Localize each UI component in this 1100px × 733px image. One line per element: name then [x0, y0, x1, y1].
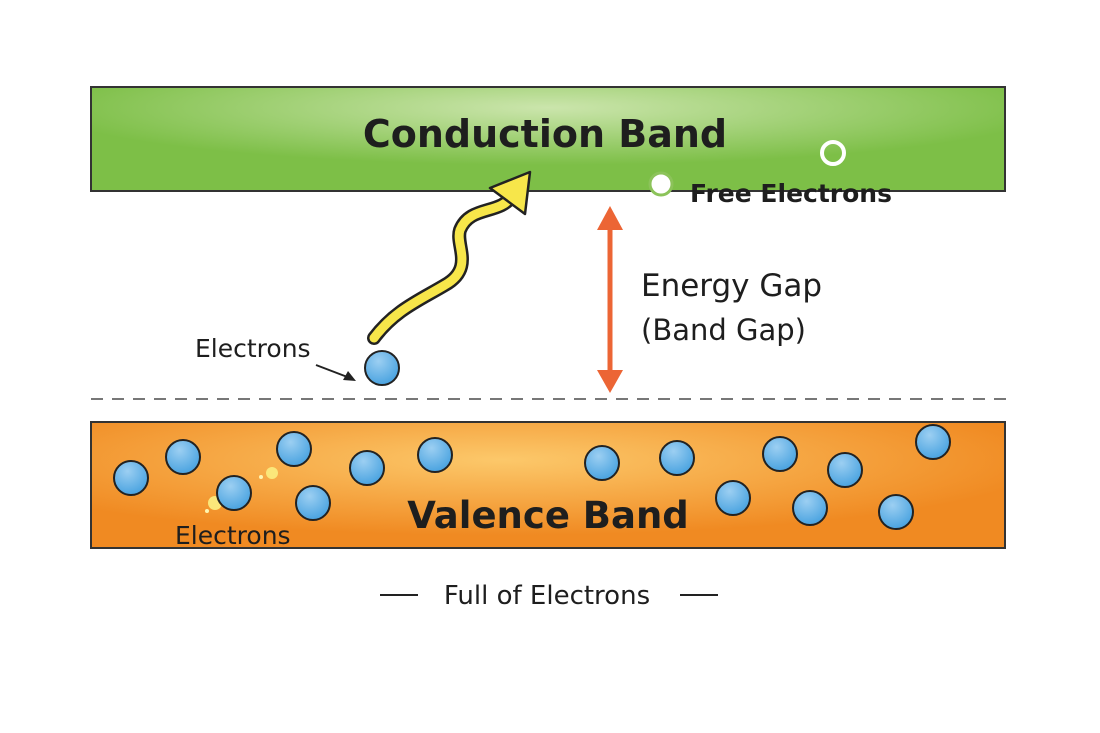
conduction-band-rect	[90, 86, 1006, 192]
free-electron	[820, 140, 846, 166]
valence-electron	[915, 424, 951, 460]
valence-electron	[792, 490, 828, 526]
sparkle	[266, 467, 278, 479]
valence-electrons-label: Electrons	[175, 521, 291, 550]
footer-label: Full of Electrons	[444, 581, 650, 611]
pointer-arrow-icon	[343, 371, 356, 381]
energy-gap-label: Energy Gap	[641, 268, 822, 304]
valence-band-label: Valence Band	[407, 494, 689, 537]
arrow-down-icon	[597, 370, 623, 393]
conduction-band: Conduction Band	[90, 86, 1006, 192]
valence-electron	[659, 440, 695, 476]
arrow-head-icon	[488, 170, 532, 216]
excitation-arrow	[367, 170, 532, 345]
excited-electron-label: Electrons	[195, 334, 311, 363]
pointer-line	[315, 364, 351, 379]
sparkle	[205, 509, 209, 513]
valence-electron	[216, 475, 252, 511]
valence-electron	[715, 480, 751, 516]
valence-electron	[349, 450, 385, 486]
valence-electron	[827, 452, 863, 488]
arrow-up-icon	[597, 206, 623, 230]
valence-electron	[113, 460, 149, 496]
valence-electron	[165, 439, 201, 475]
free-electrons-label: Free Electrons	[690, 179, 892, 208]
valence-electron	[878, 494, 914, 530]
valence-electrons	[113, 424, 951, 530]
valence-electron	[417, 437, 453, 473]
free-electron-core	[655, 178, 667, 190]
excited-electron	[364, 350, 400, 386]
valence-electron	[295, 485, 331, 521]
band-gap-label: (Band Gap)	[641, 313, 806, 347]
sparkle	[259, 475, 263, 479]
valence-electron	[584, 445, 620, 481]
conduction-band-label: Conduction Band	[363, 112, 727, 156]
valence-electron	[276, 431, 312, 467]
valence-electron	[762, 436, 798, 472]
energy-gap-arrow	[597, 206, 623, 393]
